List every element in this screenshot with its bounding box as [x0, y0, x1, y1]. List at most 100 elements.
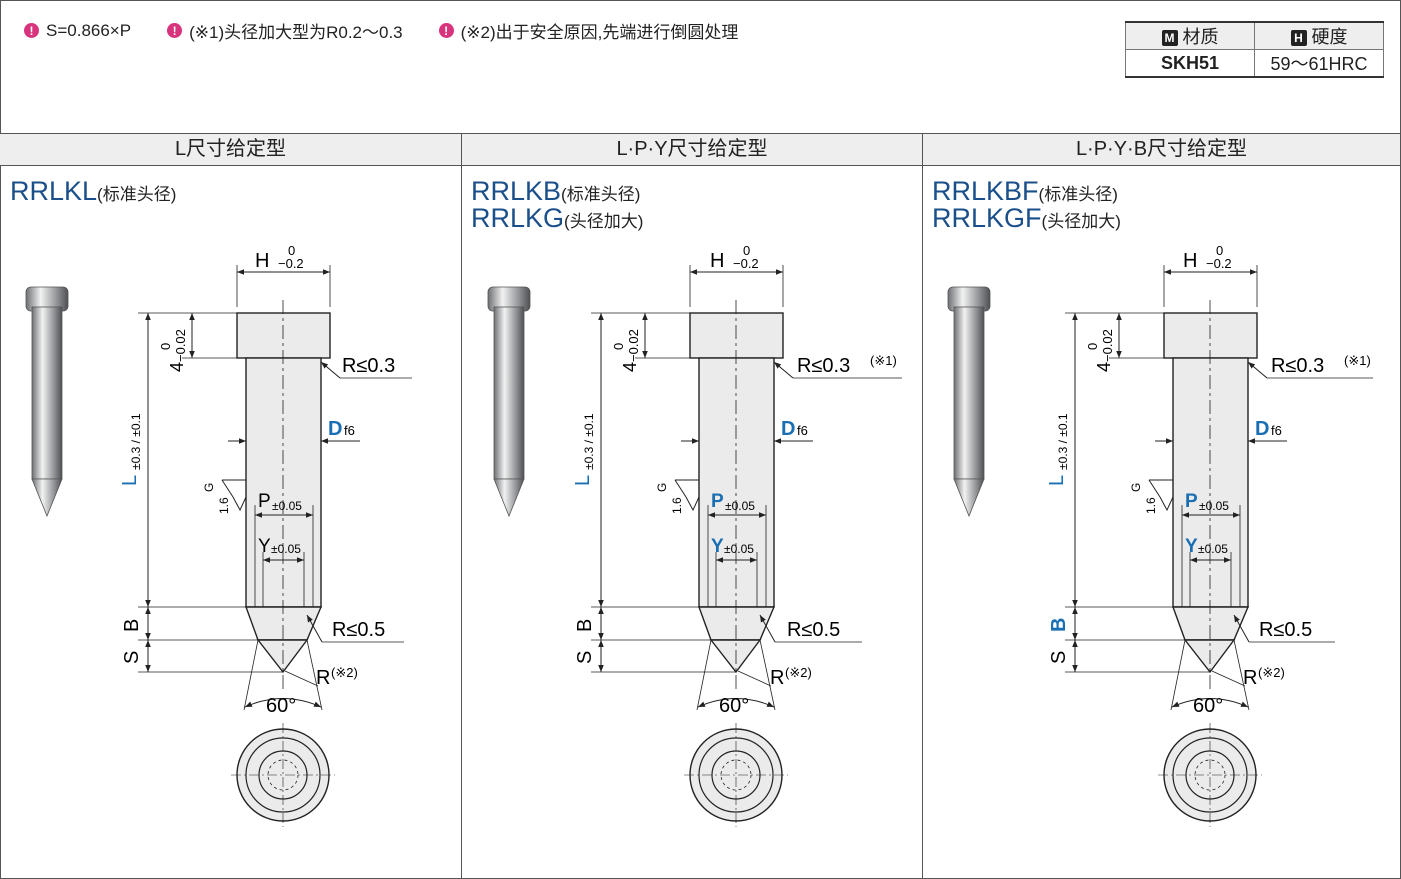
svg-text:−0.02: −0.02 — [173, 329, 188, 362]
pin-section — [236, 312, 331, 674]
svg-text:D: D — [328, 418, 342, 440]
svg-text:(※2): (※2) — [1258, 665, 1285, 680]
panel-1-drawing: H 0 −0.2 4 0 −0.02 L ±0.3 / ±0.1 R≤0.3 D… — [25, 243, 412, 827]
material-badge-icon: M — [1161, 30, 1178, 46]
svg-text:±0.05: ±0.05 — [1198, 542, 1228, 556]
svg-text:0: 0 — [1085, 343, 1100, 350]
panel-3-model-1: RRLKBF(标准头径) — [932, 176, 1118, 206]
svg-text:−0.2: −0.2 — [278, 256, 304, 271]
svg-text:(※2): (※2) — [785, 665, 812, 680]
svg-text:D: D — [781, 418, 795, 440]
svg-text:H: H — [1183, 250, 1197, 272]
svg-text:f6: f6 — [1271, 423, 1282, 438]
hardness-badge-icon: H — [1290, 30, 1307, 46]
svg-text:(※1): (※1) — [870, 353, 897, 368]
svg-text:Y: Y — [1185, 536, 1198, 557]
svg-text:Y: Y — [258, 536, 271, 557]
svg-text:G: G — [1129, 483, 1143, 492]
svg-text:R≤0.5: R≤0.5 — [787, 619, 840, 641]
svg-text:R: R — [770, 667, 784, 689]
svg-text:S: S — [574, 651, 596, 664]
svg-text:1.6: 1.6 — [217, 497, 231, 514]
pin-section — [689, 312, 784, 674]
svg-text:0: 0 — [1216, 243, 1223, 258]
svg-text:±0.05: ±0.05 — [272, 499, 302, 513]
svg-text:Y: Y — [711, 536, 724, 557]
note-2: !(※1)头径加大型为R0.2〜0.3 — [167, 18, 403, 43]
svg-text:1.6: 1.6 — [1144, 497, 1158, 514]
svg-text:G: G — [655, 483, 669, 492]
svg-text:R≤0.3: R≤0.3 — [342, 355, 395, 377]
panel-3-drawing: H 0 −0.2 4 0 −0.02 L ±0.3 / ±0.1 R≤0.3 (… — [947, 243, 1373, 827]
svg-text:R≤0.3: R≤0.3 — [1271, 355, 1324, 377]
exclamation-bulb-icon: ! — [24, 23, 39, 38]
svg-text:1.6: 1.6 — [670, 497, 684, 514]
panel-2-drawing: H 0 −0.2 4 0 −0.02 L ±0.3 / ±0.1 R≤0.3 (… — [487, 243, 902, 827]
svg-text:B: B — [574, 619, 596, 632]
svg-text:60°: 60° — [719, 695, 749, 717]
svg-text:S: S — [121, 651, 143, 664]
panel-2-header: L·P·Y尺寸给定型 — [462, 133, 922, 166]
svg-text:±0.3 / ±0.1: ±0.3 / ±0.1 — [129, 413, 143, 470]
svg-text:4: 4 — [1094, 362, 1114, 372]
svg-text:±0.05: ±0.05 — [725, 499, 755, 513]
panel-divider-2 — [922, 133, 923, 879]
svg-text:H: H — [255, 250, 269, 272]
svg-text:H: H — [710, 250, 724, 272]
svg-text:0: 0 — [611, 343, 626, 350]
svg-text:f6: f6 — [344, 423, 355, 438]
panel-divider-1 — [461, 133, 462, 879]
svg-text:(※2): (※2) — [331, 665, 358, 680]
svg-text:±0.05: ±0.05 — [724, 542, 754, 556]
note-1: !S=0.866×P — [24, 18, 131, 43]
svg-text:L: L — [119, 475, 141, 486]
svg-text:4: 4 — [620, 362, 640, 372]
svg-text:0: 0 — [288, 243, 295, 258]
pin-illustration — [947, 286, 991, 518]
svg-text:P: P — [1185, 491, 1198, 512]
notes-bar: !S=0.866×P !(※1)头径加大型为R0.2〜0.3 !(※2)出于安全… — [24, 18, 738, 43]
end-view — [1158, 723, 1262, 827]
svg-text:G: G — [202, 483, 216, 492]
svg-text:L: L — [1046, 475, 1068, 486]
svg-text:0: 0 — [743, 243, 750, 258]
svg-text:L: L — [572, 475, 594, 486]
svg-text:R≤0.3: R≤0.3 — [797, 355, 850, 377]
svg-text:R≤0.5: R≤0.5 — [332, 619, 385, 641]
material-value: SKH51 — [1125, 49, 1255, 78]
hardness-value: 59〜61HRC — [1254, 49, 1384, 78]
panel-1-model-1: RRLKL(标准头径) — [10, 176, 177, 206]
svg-text:P: P — [258, 491, 271, 512]
pin-illustration — [487, 286, 531, 518]
end-view — [231, 723, 335, 827]
pin-section — [1163, 312, 1258, 674]
panel-3-header: L·P·Y·B尺寸给定型 — [923, 133, 1400, 166]
note-3: !(※2)出于安全原因,先端进行倒圆处理 — [438, 18, 738, 43]
svg-text:±0.05: ±0.05 — [1199, 499, 1229, 513]
svg-text:f6: f6 — [797, 423, 808, 438]
exclamation-bulb-icon: ! — [167, 23, 183, 38]
svg-text:P: P — [711, 491, 724, 512]
svg-text:S: S — [1048, 651, 1070, 664]
end-view — [684, 723, 788, 827]
svg-text:±0.3 / ±0.1: ±0.3 / ±0.1 — [582, 413, 596, 470]
svg-text:−0.2: −0.2 — [1206, 256, 1232, 271]
panel-1-header: L尺寸给定型 — [0, 133, 461, 166]
svg-text:R≤0.5: R≤0.5 — [1259, 619, 1312, 641]
exclamation-bulb-icon: ! — [438, 23, 454, 38]
svg-text:±0.3 / ±0.1: ±0.3 / ±0.1 — [1056, 413, 1070, 470]
panel-3-model-2: RRLKGF(头径加大) — [932, 203, 1121, 233]
svg-text:±0.05: ±0.05 — [271, 542, 301, 556]
svg-text:R: R — [1243, 667, 1257, 689]
svg-text:R: R — [316, 667, 330, 689]
svg-text:B: B — [1048, 618, 1070, 632]
svg-text:4: 4 — [167, 362, 187, 372]
svg-text:0: 0 — [158, 343, 173, 350]
panel-2-model-2: RRLKG(头径加大) — [471, 203, 644, 233]
svg-text:−0.02: −0.02 — [626, 329, 641, 362]
svg-text:60°: 60° — [1193, 695, 1223, 717]
panel-2-model-1: RRLKB(标准头径) — [471, 176, 641, 206]
